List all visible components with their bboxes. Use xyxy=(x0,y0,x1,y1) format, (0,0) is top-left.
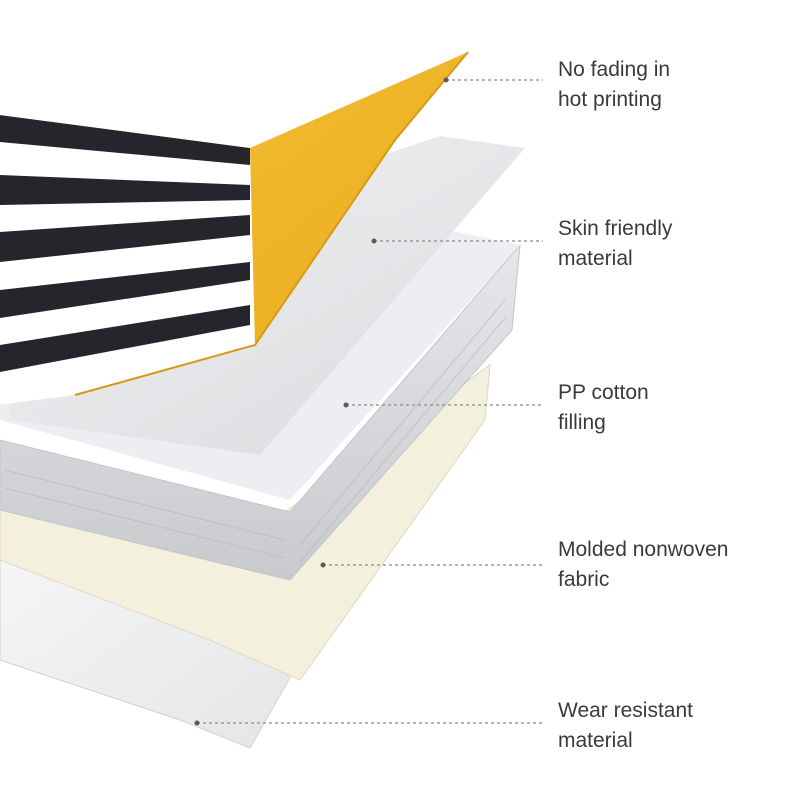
leader-dot-filling xyxy=(343,402,349,408)
label-line: material xyxy=(558,247,633,270)
label-line: Wear resistant xyxy=(558,699,693,722)
label-line: fabric xyxy=(558,568,610,591)
label-pp-cotton: PP cotton filling xyxy=(558,378,788,438)
label-wear-resistant: Wear resistant material xyxy=(558,696,788,756)
label-line: material xyxy=(558,729,633,752)
leader-lines xyxy=(197,79,543,724)
foam-texture xyxy=(4,299,506,563)
label-line: filling xyxy=(558,411,606,434)
leader-dot-nonwoven xyxy=(320,562,326,568)
print-stripe-layer xyxy=(0,115,255,405)
label-line: No fading in xyxy=(558,58,671,81)
leader-dot-top xyxy=(443,77,449,83)
label-line: Molded nonwoven xyxy=(558,538,729,561)
leader-dot-bottom xyxy=(194,720,200,726)
label-molded-nonwoven: Molded nonwoven fabric xyxy=(558,535,788,595)
leader-dot-skin xyxy=(371,238,377,244)
label-skin-friendly: Skin friendly material xyxy=(558,214,788,274)
foam-filling-layer xyxy=(0,243,521,581)
label-line: Skin friendly xyxy=(558,217,673,240)
print-layer-edge xyxy=(74,51,469,396)
label-line: hot printing xyxy=(558,88,662,111)
leader-dots xyxy=(194,77,449,726)
label-no-fading: No fading in hot printing xyxy=(558,55,788,115)
label-line: PP cotton xyxy=(558,381,649,404)
